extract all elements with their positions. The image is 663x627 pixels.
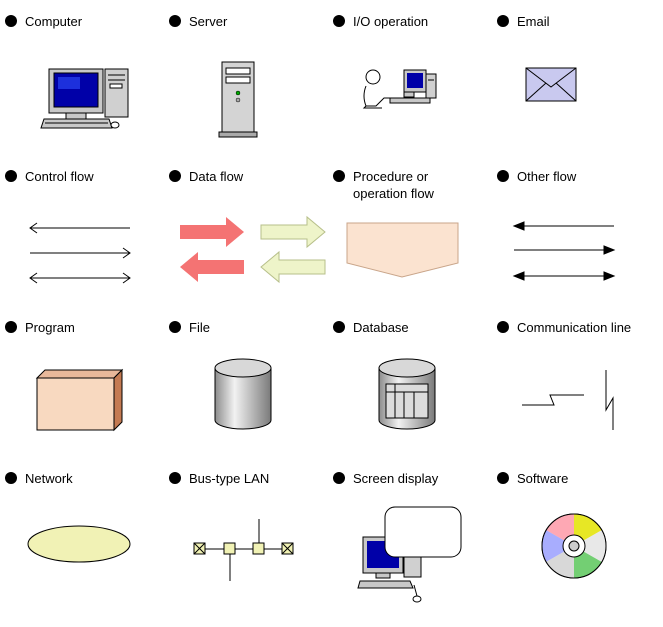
legend-label: I/O operation: [353, 14, 429, 29]
bullet-dot: [333, 15, 345, 27]
bus-lan-icon: [193, 519, 294, 581]
legend-label: Computer: [25, 14, 83, 29]
thin-arrows-icon: [29, 222, 131, 284]
legend-item-data-flow: Data flow: [164, 155, 328, 305]
ellipse-icon: [27, 525, 131, 563]
legend-item-email: Email: [492, 0, 656, 150]
bullet-dot: [497, 170, 509, 182]
legend-label: Data flow: [189, 169, 244, 184]
legend-item-software: Software: [492, 457, 656, 607]
legend-label: Network: [25, 471, 73, 486]
bullet-dot: [497, 15, 509, 27]
legend-item-screen-display: Screen display: [328, 457, 492, 607]
lightning-line-icon: [522, 370, 614, 430]
bullet-dot: [169, 472, 181, 484]
legend-item-other-flow: Other flow: [492, 155, 656, 305]
legend-item-procedure-flow: Procedure or operation flow: [328, 155, 492, 305]
legend-item-file: File: [164, 306, 328, 456]
legend-label: Software: [517, 471, 569, 486]
computer-icon: [40, 68, 129, 129]
legend-label: Bus-type LAN: [189, 471, 270, 486]
thick-arrows-icon: [180, 215, 326, 284]
legend-item-control-flow: Control flow: [0, 155, 164, 305]
bullet-dot: [169, 15, 181, 27]
bullet-dot: [333, 170, 345, 182]
envelope-icon: [525, 67, 577, 102]
legend-label: Screen display: [353, 471, 439, 486]
bullet-dot: [5, 472, 17, 484]
legend-item-database: Database: [328, 306, 492, 456]
legend-item-bus-lan: Bus-type LAN: [164, 457, 328, 607]
bullet-dot: [497, 472, 509, 484]
legend-item-network: Network: [0, 457, 164, 607]
legend-label: Communication line: [517, 320, 632, 335]
legend-item-computer: Computer: [0, 0, 164, 150]
legend-label: Other flow: [517, 169, 577, 184]
person-at-computer-icon: [362, 69, 437, 109]
filled-arrows-icon: [512, 221, 616, 281]
bullet-dot: [169, 170, 181, 182]
legend-label: Procedure or operation flow: [353, 169, 434, 201]
legend-label: Email: [517, 14, 550, 29]
server-icon: [218, 61, 258, 138]
bullet-dot: [169, 321, 181, 333]
legend-label: Program: [25, 320, 75, 335]
bullet-dot: [333, 321, 345, 333]
legend-label: Server: [189, 14, 228, 29]
legend-label: Control flow: [25, 169, 94, 184]
bullet-dot: [497, 321, 509, 333]
bullet-dot: [333, 472, 345, 484]
box-icon: [35, 368, 124, 432]
database-cylinder-icon: [378, 358, 436, 430]
legend-item-server: Server: [164, 0, 328, 150]
legend-label: Database: [353, 320, 409, 335]
legend-label: File: [189, 320, 210, 335]
pentagon-arrow-icon: [346, 222, 459, 278]
legend-item-io-operation: I/O operation: [328, 0, 492, 150]
computer-with-balloon-icon: [357, 506, 462, 603]
legend-item-program: Program: [0, 306, 164, 456]
bullet-dot: [5, 15, 17, 27]
cylinder-icon: [214, 358, 272, 430]
bullet-dot: [5, 321, 17, 333]
bullet-dot: [5, 170, 17, 182]
disc-icon: [541, 513, 607, 579]
legend-item-communication-line: Communication line: [492, 306, 656, 456]
